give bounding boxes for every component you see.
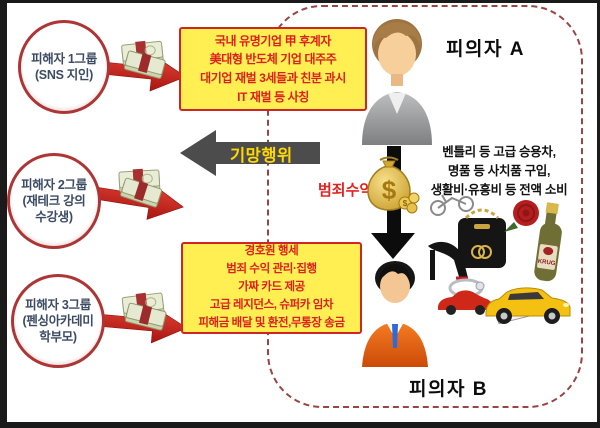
svg-text:$: $: [403, 199, 408, 208]
luxury-goods-collage: KRUG: [428, 194, 571, 325]
victim-group-subtitle: (SNS 지인): [34, 68, 94, 82]
suspects-dashed-boundary: [267, 5, 583, 408]
svg-text:KRUG: KRUG: [537, 259, 556, 267]
accomplice-line: 고급 레지던스, 슈퍼카 임차: [209, 298, 334, 311]
impersonation-claims-box: 국내 유명기업 甲 후계자 美대형 반도체 기업 대주주 대기업 재벌 3세들과…: [179, 27, 367, 111]
victim-group-title: 피해자 1그룹: [31, 51, 97, 66]
victim-group-title: 피해자 2그룹: [21, 177, 87, 192]
victim-group-title: 피해자 3그룹: [25, 297, 91, 312]
yellow-car-icon: [485, 287, 571, 324]
money-flow-arrow-3: [93, 286, 189, 347]
coins-icon: $: [398, 192, 420, 214]
claims-line: 국내 유명기업 甲 후계자: [214, 33, 332, 48]
suspect-b-label: 피의자 B: [409, 379, 488, 400]
suspect-a-avatar: [362, 19, 432, 145]
deception-label: 기망행위: [230, 147, 293, 165]
spending-line: 생활비·유흥비 등 전액 소비: [430, 182, 568, 197]
rose-icon: [504, 200, 539, 232]
svg-text:$: $: [382, 175, 397, 205]
victim-group-subtitle: 수강생): [35, 210, 73, 225]
scooter-icon: [430, 194, 474, 216]
high-heel-icon: [428, 241, 468, 280]
red-car-icon: [438, 290, 492, 315]
accomplice-line: 범죄 수익 관리·집행: [226, 263, 317, 276]
champagne-bottle-icon: KRUG: [534, 202, 562, 282]
suspect-a-label: 피의자 A: [446, 39, 525, 60]
accomplice-line: 경호원 행세: [244, 245, 299, 258]
suspect-b-avatar: [362, 261, 428, 367]
claims-line: IT 재벌 등 사칭: [237, 89, 309, 104]
victim-group-subtitle: (재테크 강의: [22, 193, 86, 208]
money-flow-arrow-2: [89, 161, 187, 226]
proceeds-label: 범죄수익: [318, 182, 374, 199]
victim-group-3-circle: 피해자 3그룹 (펜싱아카데미 학부모): [11, 274, 105, 368]
spending-line: 벤틀리 등 고급 승용차,: [442, 145, 556, 159]
spending-line: 명품 등 사치품 구입,: [447, 163, 551, 178]
accomplice-line: 피해금 배달 및 환전,무통장 송금: [198, 316, 345, 329]
money-bag-icon: $ $: [367, 156, 420, 214]
victim-group-2-circle: 피해자 2그룹 (재테크 강의 수강생): [7, 153, 101, 249]
claims-line: 대기업 재벌 3세들과 친분 과시: [200, 71, 346, 85]
deception-arrow: 기망행위: [180, 126, 320, 180]
accomplice-role-box: 경호원 행세 범죄 수익 관리·집행 가짜 카드 제공 고급 레지던스, 슈퍼카…: [181, 242, 362, 334]
victim-group-subtitle: (펜싱아카데미: [22, 313, 94, 328]
victim-group-subtitle: 학부모): [39, 330, 77, 345]
claims-line: 美대형 반도체 기업 대주주: [209, 52, 337, 67]
victim-group-1-circle: 피해자 1그룹 (SNS 지인): [18, 20, 110, 114]
spending-note: 벤틀리 등 고급 승용차, 명품 등 사치품 구입, 생활비·유흥비 등 전액 …: [403, 143, 595, 199]
accomplice-line: 가짜 카드 제공: [238, 281, 305, 294]
handbag-icon: [458, 208, 506, 268]
